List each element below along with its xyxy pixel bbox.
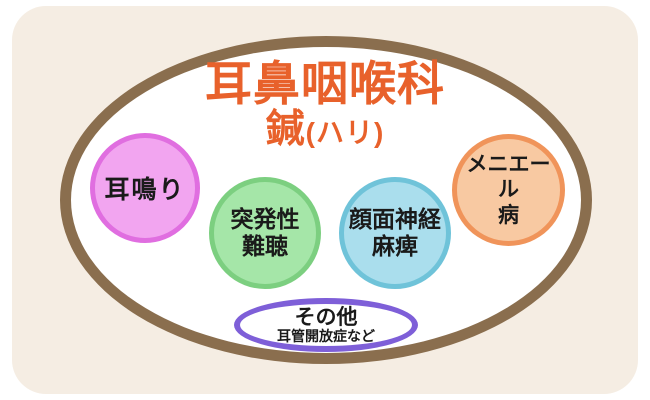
bubble-tinnitus: 耳鳴り (90, 133, 200, 243)
bubble-meniere-line2: 病 (498, 203, 519, 227)
bubble-facial-palsy-line1: 顔面神経 (349, 205, 441, 232)
title-line1: 耳鼻咽喉科 (205, 57, 445, 110)
bubble-facial-palsy-line2: 麻痺 (372, 233, 418, 259)
bubble-other-title: その他 (294, 305, 358, 329)
title-line2-paren: (ハリ) (305, 116, 385, 148)
title-line2: 鍼(ハリ) (0, 110, 650, 150)
bubble-sudden-deafness-line2: 難聴 (242, 233, 288, 259)
bubble-sudden-deafness: 突発性 難聴 (209, 177, 321, 289)
bubble-tinnitus-label: 耳鳴り (104, 176, 186, 204)
bubble-other-subtitle: 耳管開放症など (277, 327, 375, 344)
bubble-meniere-line1: メニエール (466, 153, 551, 202)
bubble-facial-palsy: 顔面神経 麻痺 (339, 177, 451, 289)
bubble-meniere: メニエール 病 (452, 134, 565, 246)
bubble-sudden-deafness-line1: 突発性 (230, 205, 300, 232)
bubble-other: その他 耳管開放症など (234, 298, 418, 352)
diagram-title: 耳鼻咽喉科 鍼(ハリ) (0, 60, 650, 150)
title-line2-main: 鍼 (265, 107, 306, 151)
